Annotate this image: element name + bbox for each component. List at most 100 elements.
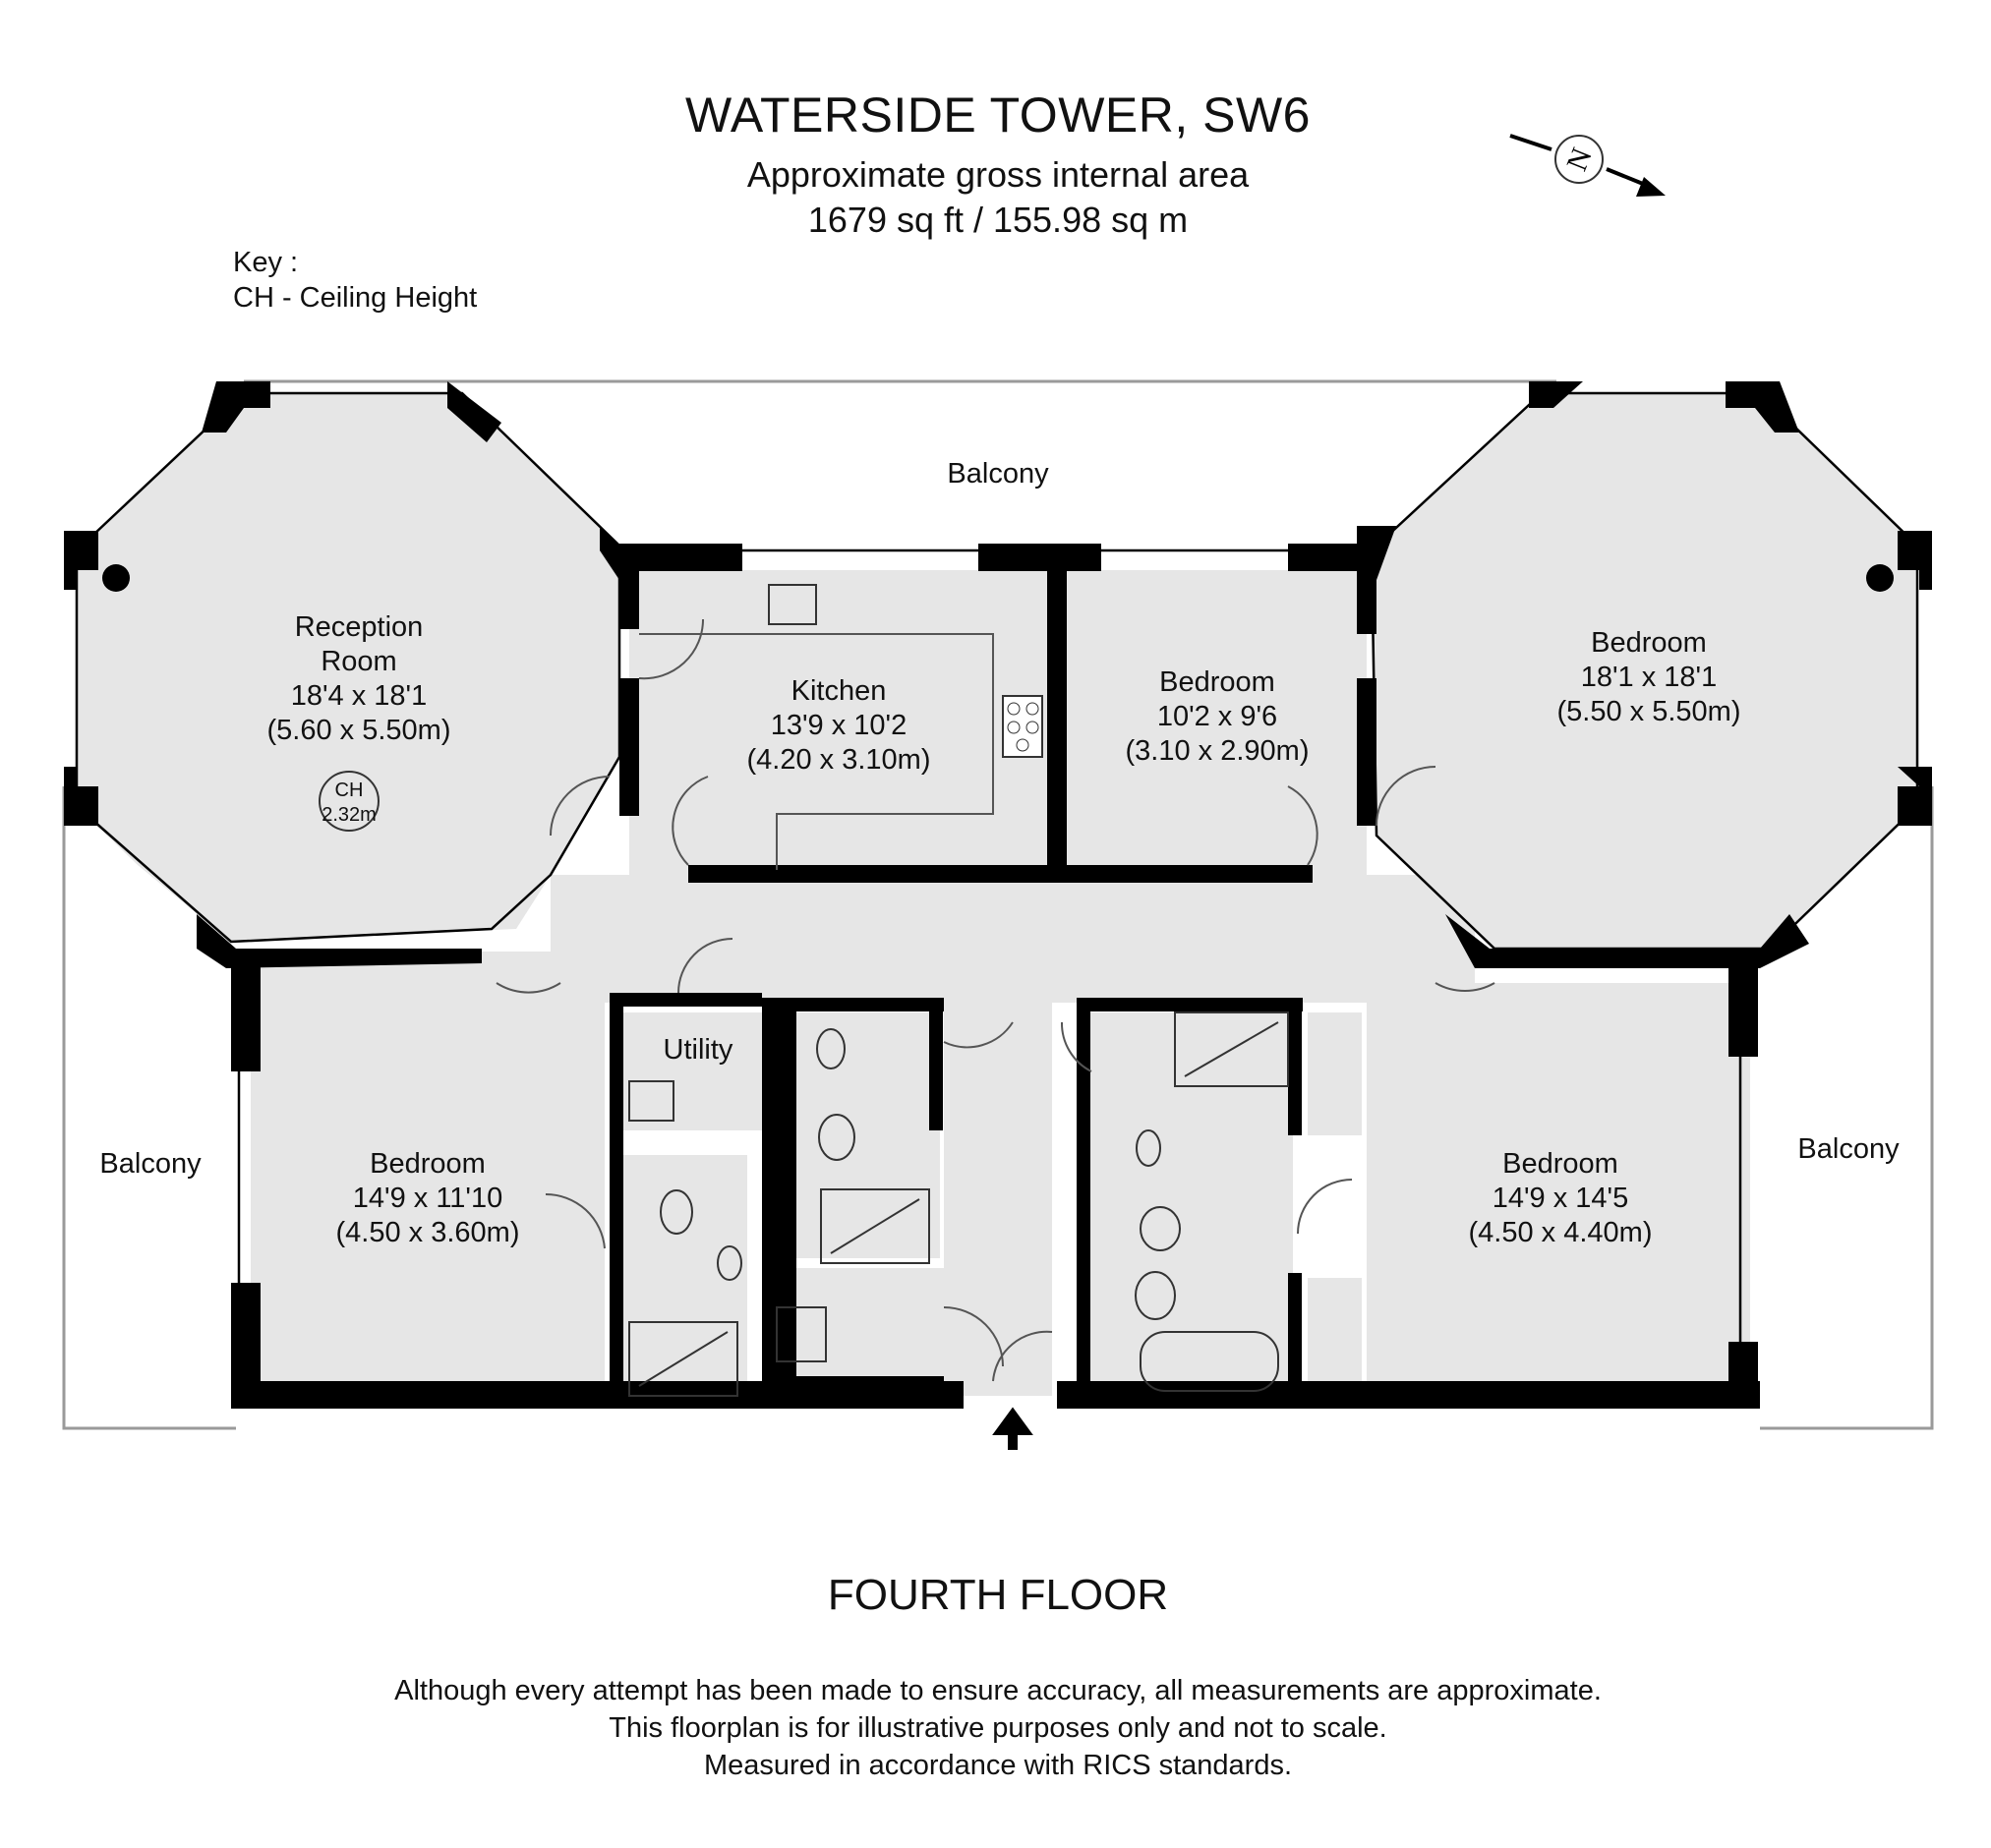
wall-right-core bbox=[1077, 998, 1090, 1391]
bedroom-left-name: Bedroom bbox=[370, 1148, 486, 1180]
reception-metric: (5.60 x 5.50m) bbox=[267, 715, 451, 746]
wc-cistern-icon bbox=[776, 1306, 827, 1362]
kitchen-floor bbox=[629, 570, 1057, 875]
bedroom-octagon-name: Bedroom bbox=[1591, 627, 1707, 659]
disclaimer-line-3: Measured in accordance with RICS standar… bbox=[703, 1750, 1293, 1781]
shower-right-icon bbox=[1174, 1011, 1289, 1087]
kitchen-imperial: 13'9 x 10'2 bbox=[771, 710, 907, 741]
wall-kitchen-left-2 bbox=[619, 678, 639, 816]
reception-name2: Room bbox=[321, 646, 396, 677]
balcony-top-label: Balcony bbox=[947, 458, 1049, 490]
wall-bed-right-2 bbox=[1357, 678, 1376, 826]
wc-core-icon bbox=[818, 1114, 855, 1161]
wall-bed-top-r bbox=[1288, 544, 1362, 571]
door-utility bbox=[677, 938, 733, 994]
wardrobe-right-floor bbox=[1308, 1012, 1362, 1135]
reception-floor bbox=[77, 393, 619, 942]
reception-window-outline bbox=[75, 391, 621, 944]
door-reception bbox=[550, 776, 611, 837]
floor-fills bbox=[77, 393, 1917, 1401]
wall-kitchen-bottom bbox=[688, 865, 1313, 883]
basin-left-icon bbox=[717, 1245, 742, 1281]
bedroom-octagon-imperial: 18'1 x 18'1 bbox=[1581, 662, 1717, 693]
wall-left-corner-3 bbox=[64, 531, 98, 590]
disclaimer-line-2: This floorplan is for illustrative purpo… bbox=[609, 1712, 1387, 1744]
wall-core-l bbox=[762, 998, 796, 1386]
door-right-bedroom bbox=[1435, 982, 1495, 993]
wall-core-top bbox=[777, 998, 944, 1011]
area-label: Approximate gross internal area bbox=[746, 154, 1250, 195]
wall-kitchen-top-l bbox=[619, 544, 742, 571]
bedroom-right-imperial: 14'9 x 14'5 bbox=[1493, 1183, 1628, 1214]
wall-right-bedroom bbox=[1728, 958, 1758, 1057]
bedroom-small-name: Bedroom bbox=[1159, 666, 1275, 698]
bedroom-left-imperial: 14'9 x 11'10 bbox=[353, 1183, 502, 1214]
wall-utility bbox=[610, 993, 623, 1386]
bedroom-right-name: Bedroom bbox=[1502, 1148, 1618, 1180]
bedroom-left-metric: (4.50 x 3.60m) bbox=[336, 1217, 520, 1248]
right-bath-floor bbox=[1082, 1012, 1293, 1396]
compass-north-icon: N bbox=[1509, 134, 1666, 197]
balcony-left-label: Balcony bbox=[99, 1148, 202, 1180]
right-bedroom-floor bbox=[1367, 983, 1750, 1396]
door-left-bedroom bbox=[496, 982, 561, 994]
column-right bbox=[1866, 564, 1894, 592]
hob-icon bbox=[1002, 695, 1043, 758]
bedroom-right-metric: (4.50 x 4.40m) bbox=[1469, 1217, 1653, 1248]
wall-left-lower bbox=[197, 914, 482, 968]
wall-right-corner-4 bbox=[1898, 767, 1932, 826]
wall-bottom-right bbox=[1057, 1381, 1760, 1409]
wall-left-bedroom-2 bbox=[231, 1283, 261, 1409]
bedroom-small-imperial: 10'2 x 9'6 bbox=[1157, 701, 1277, 732]
bedroom-octagon-metric: (5.50 x 5.50m) bbox=[1557, 696, 1741, 727]
kitchen-metric: (4.20 x 3.10m) bbox=[747, 744, 931, 776]
right-octagon-window-outline bbox=[1370, 391, 1919, 951]
floor-label: FOURTH FLOOR bbox=[827, 1571, 1169, 1619]
door-core bbox=[943, 1021, 1014, 1049]
shower-left-icon bbox=[628, 1321, 738, 1397]
room-labels: Reception Room 18'4 x 18'1 (5.60 x 5.50m… bbox=[99, 458, 1900, 1248]
balcony-right-label: Balcony bbox=[1797, 1133, 1900, 1165]
area-value: 1679 sq ft / 155.98 sq m bbox=[807, 200, 1189, 240]
utility-floor bbox=[619, 1012, 762, 1130]
wall-right-corner bbox=[1529, 381, 1583, 408]
door-reception-kitchen bbox=[638, 618, 705, 680]
door-left-ensuite bbox=[545, 1192, 606, 1249]
key-title: Key : bbox=[233, 247, 299, 278]
kitchen-name: Kitchen bbox=[791, 675, 887, 707]
sink-icon bbox=[768, 584, 817, 625]
corridor-floor-2 bbox=[944, 993, 1052, 1396]
bedroom-small-metric: (3.10 x 2.90m) bbox=[1126, 735, 1310, 767]
plan-title: WATERSIDE TOWER, SW6 bbox=[685, 87, 1311, 143]
basin-core-icon bbox=[816, 1028, 846, 1069]
basin-right-icon bbox=[1136, 1129, 1161, 1167]
door-right-bath bbox=[1297, 1179, 1353, 1235]
wall-right-core-top bbox=[1077, 998, 1303, 1011]
ch-label: CH bbox=[335, 780, 364, 801]
wall-right-core-r2 bbox=[1288, 1273, 1302, 1391]
disclaimer-line-1: Although every attempt has been made to … bbox=[394, 1675, 1602, 1706]
wall-left-bedroom bbox=[231, 949, 261, 1071]
column-left bbox=[102, 564, 130, 592]
utility-name: Utility bbox=[664, 1034, 733, 1066]
ch-value: 2.32m bbox=[322, 804, 377, 826]
wall-left-corner-4 bbox=[64, 767, 98, 826]
wc-right-2-icon bbox=[1135, 1271, 1176, 1320]
left-bedroom-floor bbox=[251, 952, 605, 1394]
wall-right-corner-3 bbox=[1898, 531, 1932, 590]
door-swings bbox=[496, 618, 1495, 1382]
wall-right-bedroom-2 bbox=[1728, 1342, 1758, 1409]
door-core-2 bbox=[1060, 1021, 1092, 1072]
sanitary-fittings bbox=[628, 1011, 1289, 1397]
door-entrance bbox=[992, 1330, 1053, 1382]
balcony-outlines bbox=[62, 379, 1934, 1430]
wc-floor bbox=[777, 1268, 944, 1391]
door-octagon-right bbox=[1376, 766, 1436, 827]
ceiling-height-marker bbox=[319, 771, 380, 832]
wall-kitchen-div bbox=[1047, 560, 1067, 875]
wall-right-core-r bbox=[1288, 998, 1302, 1135]
entrance-arrow-icon bbox=[992, 1407, 1033, 1450]
reception-imperial: 18'4 x 18'1 bbox=[291, 680, 427, 712]
wall-utility-top bbox=[610, 993, 762, 1007]
